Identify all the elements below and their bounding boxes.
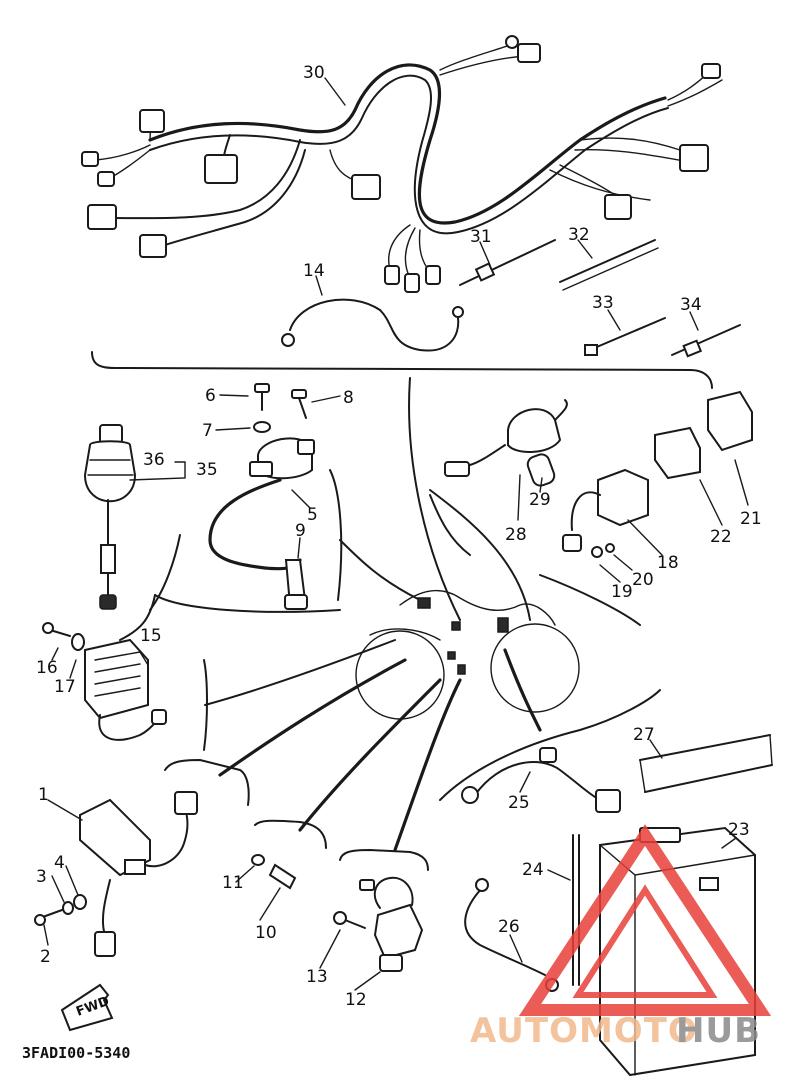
fuse-holder	[444, 399, 568, 487]
callout-29: 29	[529, 490, 551, 510]
washer-17	[71, 633, 85, 651]
band-33	[584, 317, 666, 353]
group-brackets	[91, 351, 713, 871]
vehicle-outline	[355, 589, 580, 720]
nut-19	[591, 546, 603, 558]
watermark-text-2: HUB	[676, 1011, 761, 1051]
rectifier-regulator	[42, 622, 167, 741]
callout-6: 6	[205, 386, 216, 406]
callout-21: 21	[740, 509, 762, 529]
callout-numbers: 30 31 32 33 34 14 6 7 8 36 35 5 9 15 16 …	[36, 63, 762, 1010]
band-34	[671, 324, 741, 356]
relay-21	[707, 390, 753, 452]
callout-35: 35	[196, 460, 218, 480]
callout-17: 17	[54, 677, 76, 697]
wire-harness	[81, 35, 723, 293]
bolt-16	[49, 629, 71, 637]
switch-10	[268, 863, 297, 890]
relay-22	[654, 426, 701, 480]
watermark-logo: AUTOMOTO HUB	[470, 824, 772, 1051]
leader-lines	[43, 77, 749, 991]
callout-22: 22	[710, 527, 732, 547]
lead-wire-14	[281, 298, 464, 352]
callout-5: 5	[307, 505, 318, 525]
callout-23: 23	[728, 820, 750, 840]
gasket-11	[251, 854, 265, 866]
callout-1: 1	[38, 785, 49, 805]
washer-3	[62, 901, 74, 915]
band-31	[459, 239, 556, 286]
callout-27: 27	[633, 725, 655, 745]
washer-20	[605, 543, 615, 553]
callout-14: 14	[303, 261, 325, 281]
band-32	[559, 239, 656, 283]
callout-12: 12	[345, 990, 367, 1010]
watermark-text-1: AUTOMOTO	[470, 1011, 698, 1051]
callout-10: 10	[255, 923, 277, 943]
callout-16: 16	[36, 658, 58, 678]
cable-ties	[459, 239, 741, 358]
thermo-switch	[251, 854, 297, 890]
callout-24: 24	[522, 860, 544, 880]
main-switch	[83, 424, 186, 610]
diagram-code: 3FADI00-5340	[22, 1044, 130, 1062]
ignition-coil	[208, 383, 315, 610]
callout-31: 31	[470, 227, 492, 247]
callout-36: 36	[143, 450, 165, 470]
callout-18: 18	[657, 553, 679, 573]
fuse-29	[526, 453, 556, 487]
callout-8: 8	[343, 388, 354, 408]
callout-7: 7	[202, 421, 213, 441]
cdi-unit	[34, 791, 198, 957]
starter-relay	[333, 876, 424, 972]
relay-group	[562, 390, 753, 558]
lead-25	[461, 786, 479, 804]
callout-4: 4	[54, 853, 65, 873]
callout-33: 33	[592, 293, 614, 313]
callout-2: 2	[40, 947, 51, 967]
callout-20: 20	[632, 570, 654, 590]
callout-30: 30	[303, 63, 325, 83]
callout-13: 13	[306, 967, 328, 987]
callout-11: 11	[222, 873, 244, 893]
callout-34: 34	[680, 295, 702, 315]
callout-15: 15	[140, 626, 162, 646]
callout-26: 26	[498, 917, 520, 937]
callout-25: 25	[508, 793, 530, 813]
callout-19: 19	[611, 582, 633, 602]
lead-26	[464, 884, 546, 976]
callout-3: 3	[36, 867, 47, 887]
unit-18	[597, 468, 649, 527]
washer-4	[73, 894, 87, 910]
fwd-arrow: FWD	[60, 983, 114, 1032]
washer-7	[253, 421, 271, 433]
callout-9: 9	[295, 521, 306, 541]
callout-32: 32	[568, 225, 590, 245]
band-27	[639, 734, 771, 761]
callout-28: 28	[505, 525, 527, 545]
